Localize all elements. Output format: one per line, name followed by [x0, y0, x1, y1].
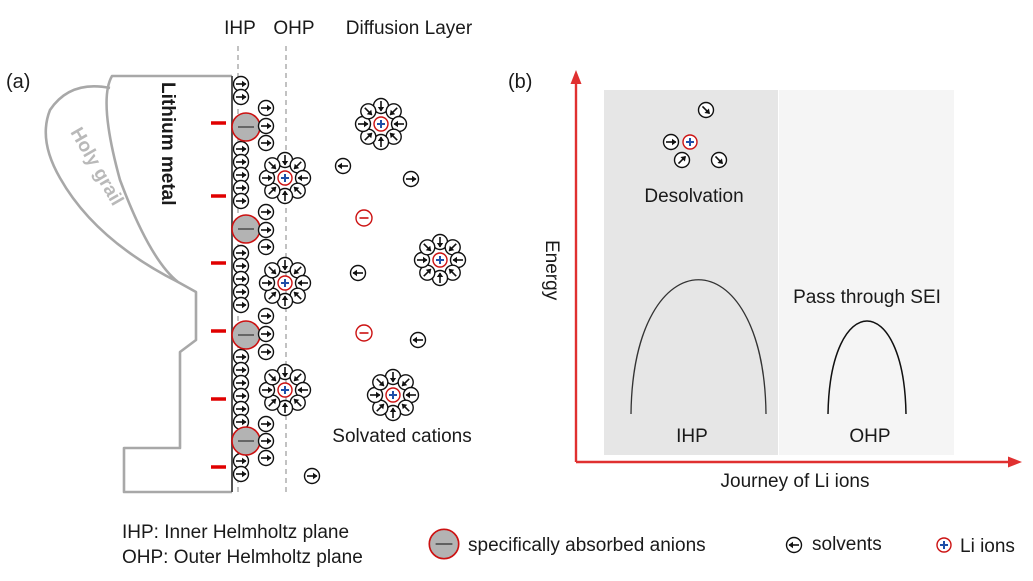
ohp-plane-label: OHP: [273, 18, 314, 39]
sei-label: Pass through SEI: [793, 287, 941, 308]
adsorbed-anion-icon: [231, 112, 261, 142]
ihp-definition: IHP: Inner Helmholtz plane: [122, 522, 350, 543]
holy-grail-outline: [44, 74, 232, 494]
energy-axes: [570, 70, 1022, 468]
solvent-icon: [257, 134, 275, 152]
electrode-charges: [211, 121, 226, 469]
ihp-region-label: IHP: [676, 426, 708, 447]
journey-axis-label: Journey of Li ions: [721, 471, 870, 492]
solvent-icon: [303, 467, 321, 485]
free-anion-icon: [355, 324, 373, 342]
solvent-icon: [409, 331, 427, 349]
solvated-cation-clusters: [258, 97, 467, 422]
holy-grail-label: Holy grail: [66, 124, 127, 209]
free-anion-icon: [355, 209, 373, 227]
solvent-icon: [257, 117, 275, 135]
diffusion-layer-label: Diffusion Layer: [346, 18, 473, 39]
li-ion-icon: [277, 170, 293, 186]
solvent-icon: [402, 170, 420, 188]
solvated-cations-label: Solvated cations: [332, 426, 471, 447]
adsorbed-anion-icon: [231, 320, 261, 350]
solvent-icon: [257, 325, 275, 343]
li-ion-icon: [385, 387, 401, 403]
li-ion-legend-icon: [936, 537, 952, 553]
energy-axis-label: Energy: [541, 240, 562, 301]
desolvation-label: Desolvation: [644, 186, 743, 207]
li-ion-icon: [277, 382, 293, 398]
y-arrow-head: [570, 70, 582, 84]
panel-b-label: (b): [508, 71, 532, 93]
solvent-icon: [232, 465, 250, 483]
anion-legend-icon: [428, 528, 460, 560]
solvent-icon: [257, 221, 275, 239]
solvent-icon: [257, 307, 275, 325]
ohp-region: [779, 90, 954, 455]
x-arrow-head: [1008, 456, 1022, 468]
li-ion-icon: [682, 134, 698, 150]
solvent-icon: [257, 99, 275, 117]
ohp-definition: OHP: Outer Helmholtz plane: [122, 547, 363, 568]
adsorbed-anion-icon: [231, 426, 261, 456]
lithium-metal-label: Lithium metal: [157, 82, 178, 206]
li-ion-icon: [277, 275, 293, 291]
solvent-icon: [257, 415, 275, 433]
desolvation-energy-barrier: [630, 279, 767, 415]
li-ion-icon: [432, 252, 448, 268]
li-ions-legend-label: Li ions: [960, 536, 1015, 557]
solvent-icon: [257, 343, 275, 361]
ihp-region: [604, 90, 778, 455]
solvent-icon: [349, 264, 367, 282]
solvent-icon: [257, 238, 275, 256]
solvent-legend-icon: [785, 536, 803, 554]
solvent-icon: [334, 157, 352, 175]
ohp-region-label: OHP: [849, 426, 890, 447]
solvent-icon: [257, 449, 275, 467]
anions-legend-label: specifically absorbed anions: [468, 535, 706, 556]
solvent-icon: [257, 203, 275, 221]
solvent-icon: [232, 88, 250, 106]
li-ion-icon: [373, 116, 389, 132]
ihp-plane-label: IHP: [224, 18, 256, 39]
panel-a-label: (a): [6, 71, 30, 93]
solvents-legend-label: solvents: [812, 534, 882, 555]
solvent-icon: [257, 432, 275, 450]
sei-energy-barrier: [827, 320, 907, 415]
solvent-icon: [232, 296, 250, 314]
adsorbed-anion-icon: [231, 214, 261, 244]
solvent-icon: [232, 192, 250, 210]
solvent-icon: [662, 133, 680, 151]
